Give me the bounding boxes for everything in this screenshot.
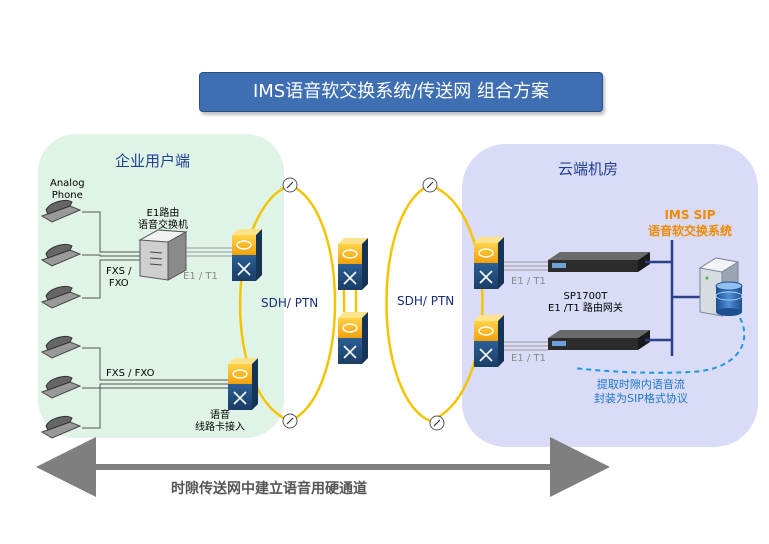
analog-phone-icon (40, 243, 82, 267)
gateway-label: SP1700T E1 /T1 路由网关 (548, 291, 623, 314)
transport-node-icon (338, 312, 368, 364)
e1-router-label: E1路由 语音交换机 (138, 208, 188, 231)
cloud-zone (462, 144, 758, 447)
clock-icon (282, 177, 298, 193)
e1t1-label-cloud-bottom: E1 / T1 (511, 353, 546, 364)
phone-wiring-top (82, 211, 140, 299)
analog-phone-icon (40, 199, 82, 223)
hard-channel-label: 时隙传送网中建立语音用硬通道 (171, 481, 367, 497)
page-title: IMS语音软交换系统/传送网 组合方案 (199, 72, 603, 112)
transport-node-icon (338, 238, 368, 290)
sdh-ptn-ring-right (385, 183, 484, 423)
clock-icon (422, 177, 438, 193)
voice-card-label: 语音 线路卡接入 (195, 410, 245, 433)
e1-voice-switch-icon (138, 229, 188, 281)
sdh-ptn-ring-left (238, 183, 337, 423)
sip-flow-arrow (573, 317, 746, 374)
sdh-ptn-label-right: SDH/ PTN (397, 294, 455, 308)
phone-wiring-bottom (82, 347, 228, 429)
fxs-fxo-label-bottom: FXS / FXO (106, 368, 155, 379)
analog-phone-icon (40, 335, 82, 359)
analog-phone-label: Analog Phone (50, 178, 85, 201)
analog-phone-icon (40, 415, 82, 439)
clock-icon (429, 415, 445, 431)
ims-sip-label: IMS SIP 语音软交换系统 (648, 208, 733, 238)
e1-link-cloud (504, 261, 548, 351)
clock-icon (282, 413, 298, 429)
transport-node-icon (474, 237, 504, 289)
database-icon (715, 281, 743, 316)
transport-node-icon (474, 315, 504, 367)
e1t1-label-cloud-top: E1 / T1 (511, 276, 546, 287)
sp1700t-gateway-icon (548, 330, 650, 350)
analog-phone-icon (40, 375, 82, 399)
e1t1-label-enterprise: E1 / T1 (183, 271, 218, 282)
fxs-fxo-label-top: FXS / FXO (106, 266, 132, 289)
transport-node-icon (232, 229, 262, 281)
cloud-zone-title: 云端机房 (558, 160, 619, 178)
transport-node-icon (228, 358, 258, 410)
e1-link-enterprise (186, 247, 232, 257)
sdh-ptn-label-left: SDH/ PTN (261, 296, 319, 310)
enterprise-zone-title: 企业用户端 (115, 152, 191, 170)
sip-extract-note: 提取时隙内语音流 封装为SIP格式协议 (594, 378, 688, 405)
sp1700t-gateway-icon (548, 252, 650, 272)
ims-bus (645, 240, 700, 356)
center-node-links (342, 290, 358, 312)
analog-phone-icon (40, 285, 82, 309)
